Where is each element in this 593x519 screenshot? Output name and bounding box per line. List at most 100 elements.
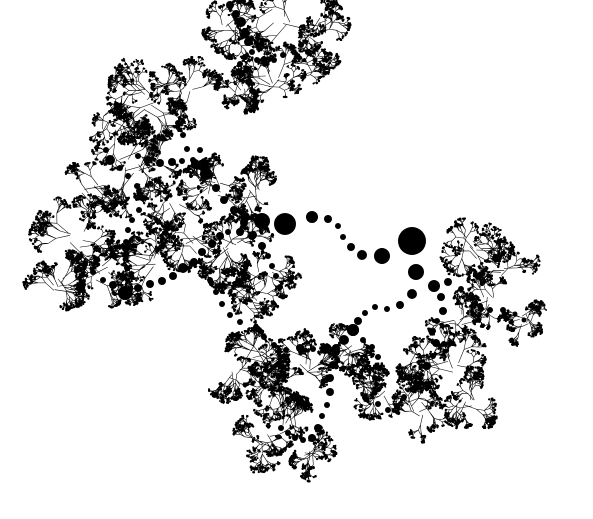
fractal-tip [323, 68, 325, 70]
fractal-tip [316, 82, 318, 84]
fractal-tip [251, 21, 253, 23]
fractal-tip [266, 53, 268, 55]
fractal-tip [220, 5, 222, 7]
fractal-tip [327, 72, 329, 74]
fractal-tip [221, 51, 223, 53]
fractal-tip [222, 53, 224, 55]
fractal-tip [202, 34, 204, 36]
fractal-tip [323, 16, 325, 18]
fractal-tip [336, 63, 337, 64]
fractal-tip [217, 43, 219, 45]
fractal-tip [240, 34, 241, 35]
fractal-tip [240, 29, 241, 30]
fractal-tip [310, 55, 312, 57]
fractal-tip [257, 104, 258, 105]
fractal-tip [202, 31, 204, 33]
fractal-tip [300, 56, 302, 58]
fractal-tip [275, 49, 277, 51]
fractal-tip [336, 56, 338, 58]
fractal-tip [335, 12, 336, 13]
fractal-tip [325, 71, 327, 73]
fractal-tip [253, 16, 254, 17]
fractal-tip [240, 56, 242, 58]
fractal-tip [246, 2, 248, 4]
fractal-tip [226, 106, 228, 108]
fractal-tip [251, 111, 252, 112]
fractal-tip [252, 6, 254, 8]
fractal-tip [247, 101, 249, 103]
fractal-tip [301, 51, 302, 52]
fractal-tip [216, 48, 218, 50]
fractal-tip [313, 30, 315, 32]
fractal-tip [263, 57, 264, 58]
fractal-tip [213, 41, 215, 43]
fractal-tip [232, 53, 234, 55]
fractal-tip [272, 43, 273, 44]
fractal-tip [297, 58, 298, 59]
fractal-tip [262, 45, 264, 47]
fractal-tip [305, 60, 306, 61]
fractal-tip [298, 55, 300, 57]
fractal-tip [252, 68, 254, 70]
fractal-tip [303, 59, 305, 61]
fractal-tip [205, 39, 206, 40]
fractal-tip [294, 54, 295, 55]
fractal-tip [264, 53, 265, 54]
fractal-tip [219, 7, 221, 9]
fractal-tip [236, 2, 237, 3]
fractal-tip [336, 12, 337, 13]
fractal-tip [252, 45, 254, 47]
fractal-tip [256, 92, 257, 93]
fractal-tip [251, 58, 253, 60]
fractal-tip [232, 69, 233, 70]
fractal-tip [226, 57, 228, 59]
fractal-tip [314, 33, 316, 35]
fractal-tip [320, 71, 321, 72]
fractal-tip [249, 56, 251, 58]
fractal-tip [266, 45, 268, 47]
fractal-tip [208, 14, 210, 16]
fractal-tip [265, 59, 267, 61]
fractal-tip [286, 44, 288, 46]
fractal-tip [231, 56, 232, 57]
fractal-tip [241, 67, 243, 69]
fractal-tip [346, 33, 347, 34]
fractal-tip [310, 20, 312, 22]
fractal-tip [260, 9, 262, 11]
fractal-tip [337, 17, 339, 19]
fractal-tip [304, 72, 305, 73]
fractal-tip [335, 0, 337, 2]
fractal-tip [294, 61, 296, 63]
fractal-tip [258, 63, 260, 65]
fractal-tip [287, 83, 289, 85]
fractal-tip [254, 67, 256, 69]
fractal-tip [250, 66, 251, 67]
fractal-tip [324, 58, 326, 60]
fractal-tip [210, 45, 212, 47]
fractal-tip [327, 66, 329, 68]
fractal-tip [254, 8, 255, 9]
fractal-tip [209, 5, 211, 7]
fractal-tip [291, 83, 293, 85]
fractal-tip [318, 33, 320, 35]
fractal-tip [321, 30, 322, 31]
fractal-tip [252, 71, 254, 73]
fractal-tip [299, 34, 301, 36]
fractal-tip [288, 65, 289, 66]
fractal-tip [340, 7, 342, 9]
fractal-tip [307, 27, 309, 29]
fractal-tip [333, 6, 335, 8]
fractal-tip [232, 100, 234, 102]
fractal-tip [313, 49, 315, 51]
fractal-tip [261, 3, 263, 5]
fractal-tip [233, 104, 235, 106]
fractal-tip [269, 42, 271, 44]
fractal-tip [251, 1, 253, 3]
fractal-tip [319, 46, 321, 48]
fractal-tip [214, 1, 215, 2]
fractal-tip [210, 39, 212, 41]
fractal-tip [247, 76, 249, 78]
fractal-tip [242, 1, 244, 3]
fractal-tip [227, 103, 229, 105]
fractal-tip [215, 41, 217, 43]
